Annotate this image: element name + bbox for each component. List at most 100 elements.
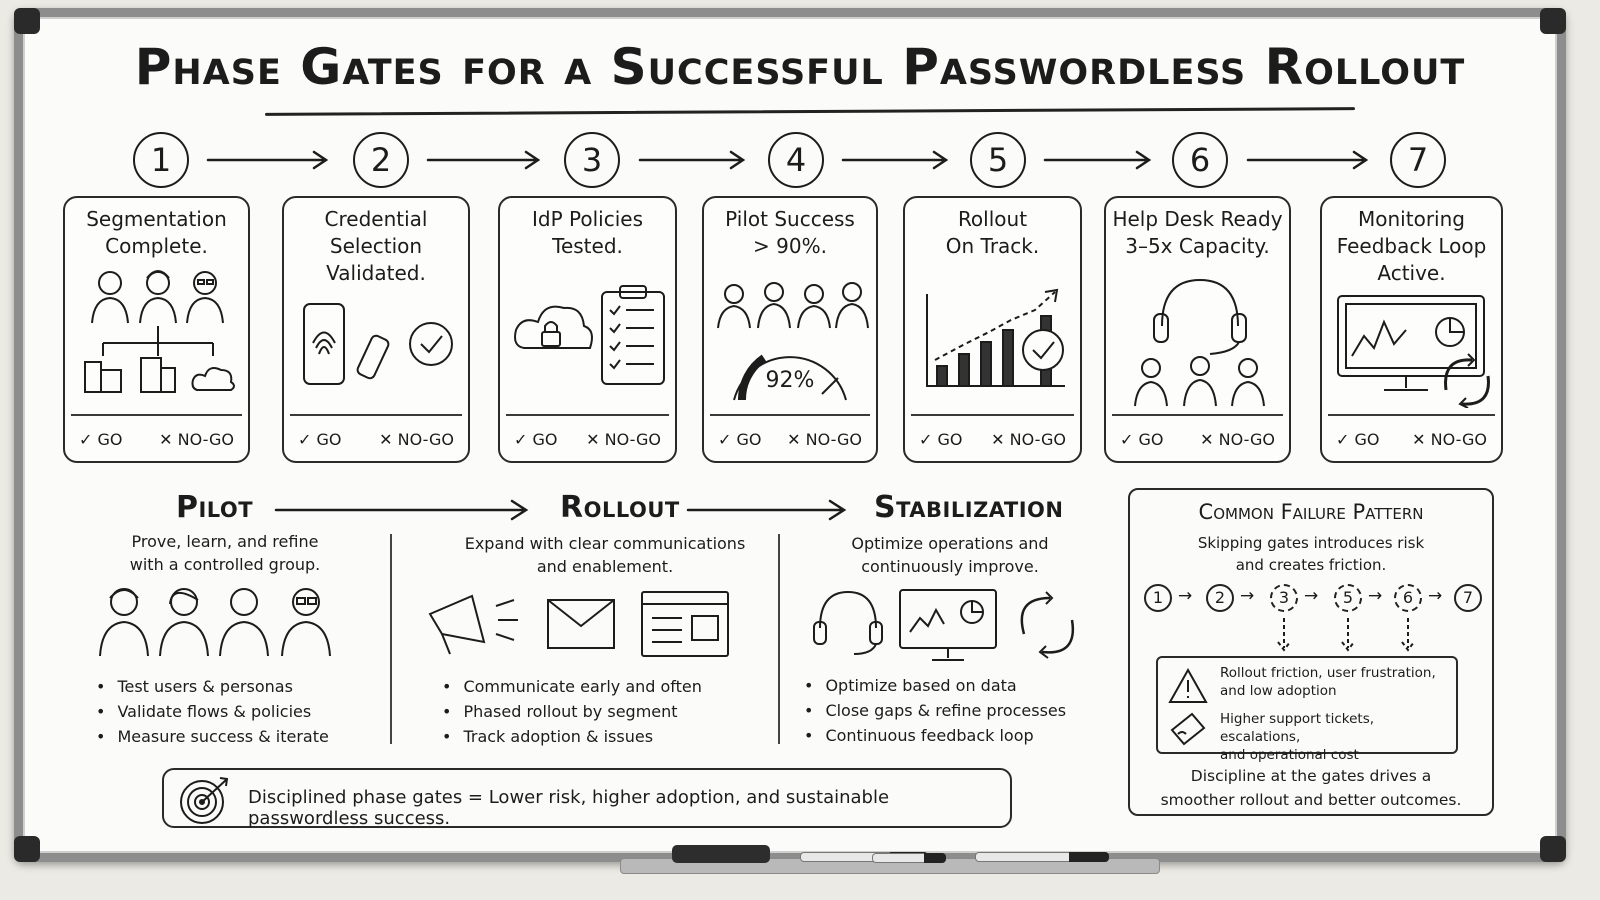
frame-corner [14,836,40,862]
monitoring-icons [1337,295,1490,408]
list-item: Phased rollout by segment [442,699,702,724]
list-item: Validate flows & policies [96,699,329,724]
stabilization-icons [813,589,1075,661]
list-item: Continuous feedback loop [804,723,1066,748]
gate-arrow [638,150,746,170]
phase-title-pilot: Pilot [176,490,254,525]
headset-icon [1161,278,1239,327]
sequence-step: 1 [1144,584,1172,612]
card-divider [1328,414,1495,416]
frame-corner [1540,8,1566,34]
marker[interactable] [975,852,1109,862]
nogo-option[interactable]: ✕ NO-GO [1412,430,1487,449]
check-circle-icon [1022,329,1064,371]
sequence-arrow: → [1368,586,1383,606]
idp-icons [514,285,665,385]
gate-card-segmentation: Segmentation Complete. ✓ GO ✕ NO-GO [63,196,250,463]
gate-title: Help Desk Ready 3–5x Capacity. [1112,207,1283,258]
credential-icons [303,303,453,385]
pilot-group-icon [99,588,331,657]
go-option[interactable]: ✓ GO [1120,430,1164,449]
nogo-option[interactable]: ✕ NO-GO [379,430,454,449]
card-divider [911,414,1074,416]
ticket-icon [1170,712,1206,746]
gate-number: 1 [133,132,189,188]
gate-title: IdP Policies Tested. [532,207,643,258]
phase-description-rollout: Expand with clear communications and ena… [464,534,746,576]
consequence-text: Higher support tickets, escalations, and… [1220,711,1375,763]
gate-arrows [206,150,1369,170]
rollout-bullets: Communicate early and often Phased rollo… [442,674,702,749]
skip-arrow [1401,618,1415,652]
help-desk-icons [1134,278,1265,407]
target-icon [180,777,229,824]
card-divider [710,414,870,416]
list-item: Track adoption & issues [442,724,702,749]
phase-arrow [686,499,847,521]
go-option[interactable]: ✓ GO [79,430,123,449]
list-item: Measure success & iterate [96,724,328,749]
failure-footer: Discipline at the gates drives a smoothe… [1160,767,1462,809]
eraser[interactable] [672,845,770,863]
phase-arrow [274,499,529,521]
browser-window-icon [641,591,729,657]
gate-arrow [426,150,541,170]
consequences-box: Rollout friction, user frustration, and … [1156,656,1458,763]
card-divider [1112,414,1283,416]
clipboard-icon [601,291,665,385]
sequence-arrow: → [1428,586,1443,606]
gate-arrow [1246,150,1369,170]
phase-divider [778,534,780,744]
sequence-arrow: → [1178,586,1193,606]
sequence-step: 7 [1454,584,1482,612]
stabilization-bullets: Optimize based on data Close gaps & refi… [804,673,1066,748]
summary-box: Disciplined phase gates = Lower risk, hi… [162,768,1012,829]
megaphone-icon [428,594,486,644]
nogo-option[interactable]: ✕ NO-GO [1200,430,1275,449]
phase-title-rollout: Rollout [560,490,680,525]
phase-divider [390,534,392,744]
rollout-icons [428,591,729,657]
nogo-option[interactable]: ✕ NO-GO [787,430,862,449]
gate-arrow [841,150,949,170]
go-option[interactable]: ✓ GO [298,430,342,449]
go-option[interactable]: ✓ GO [718,430,762,449]
go-option[interactable]: ✓ GO [1336,430,1380,449]
list-item: Close gaps & refine processes [804,698,1066,723]
check-circle-icon [409,322,453,366]
sequence-step-skipped: 3 [1270,584,1298,612]
gate-number: 4 [768,132,824,188]
nogo-option[interactable]: ✕ NO-GO [586,430,661,449]
go-option[interactable]: ✓ GO [919,430,963,449]
list-item: Communicate early and often [442,674,701,699]
failure-pattern-panel: Common Failure Pattern Skipping gates in… [1128,488,1494,816]
go-option[interactable]: ✓ GO [514,430,558,449]
pilot-bullets: Test users & personas Validate flows & p… [96,674,329,749]
card-divider [290,414,462,416]
nogo-option[interactable]: ✕ NO-GO [159,430,234,449]
gate-card-helpdesk: Help Desk Ready 3–5x Capacity. ✓ GO ✕ NO… [1104,196,1291,463]
warning-icon [1168,667,1208,703]
failure-title: Common Failure Pattern [1198,500,1424,524]
list-item: Optimize based on data [804,673,1066,698]
marker[interactable] [872,853,946,863]
sequence-step: 2 [1206,584,1234,612]
pilot-success-icons [717,282,869,401]
sequence-step-skipped: 6 [1394,584,1422,612]
gate-title: Pilot Success > 90%. [725,207,855,258]
envelope-icon [547,599,615,649]
gate-title: Credential Selection Validated. [324,207,428,285]
trend-chart-icon [926,288,1065,387]
consequence-text: Rollout friction, user frustration, and … [1220,665,1436,699]
phase-description-stabilization: Optimize operations and continuously imp… [851,534,1049,576]
nogo-option[interactable]: ✕ NO-GO [991,430,1066,449]
gate-card-credential: Credential Selection Validated. ✓ GO ✕ N… [282,196,470,463]
skip-arrows [1277,618,1415,652]
card-divider [506,414,669,416]
skip-arrow [1341,618,1355,652]
failure-description: Skipping gates introduces risk and creat… [1197,534,1425,574]
phase-description-pilot: Prove, learn, and refine with a controll… [129,532,321,574]
cloud-lock-icon [514,305,593,349]
phase-title-stabilization: Stabilization [874,490,1064,525]
gate-number: 3 [564,132,620,188]
